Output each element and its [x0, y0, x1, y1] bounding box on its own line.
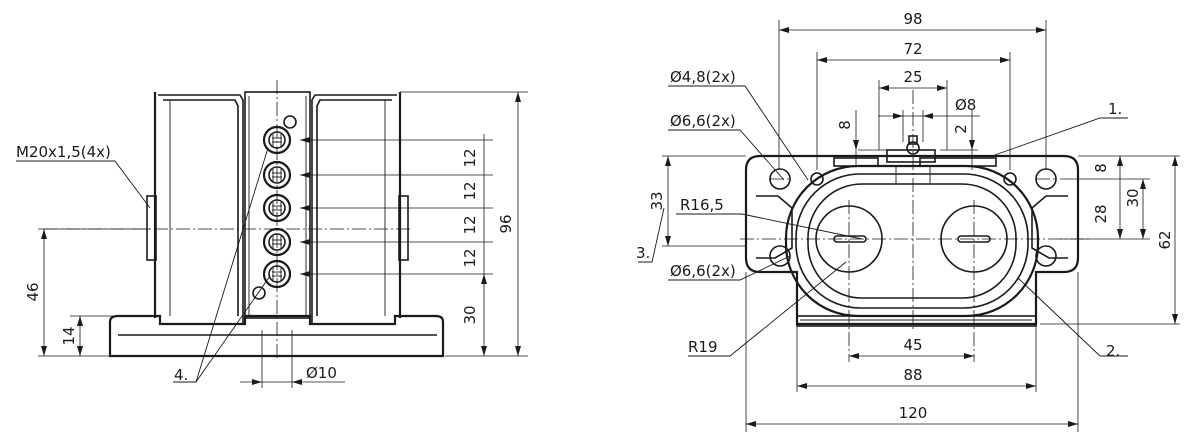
left-view [16, 80, 528, 388]
callout-2-label: 2. [1106, 342, 1120, 360]
dim-2-small: 2 [952, 124, 970, 134]
radius-19-label: R19 [688, 338, 718, 356]
hole-66-top-label: Ø6,6(2x) [670, 112, 736, 130]
dim-96: 96 [497, 214, 515, 233]
right-view [638, 20, 1180, 432]
dim-30-left: 30 [461, 305, 479, 324]
dim-120: 120 [899, 404, 928, 422]
dim-46: 46 [24, 282, 42, 301]
dim-25: 25 [903, 68, 922, 86]
dim-12-d: 12 [461, 248, 479, 267]
dim-62: 62 [1156, 230, 1174, 249]
callout-4-label: 4. [174, 366, 188, 384]
dim-98: 98 [903, 10, 922, 28]
dim-12-a: 12 [461, 148, 479, 167]
dim-72: 72 [903, 40, 922, 58]
dim-diameter-8: Ø8 [955, 96, 976, 114]
hole-48-label: Ø4,8(2x) [670, 68, 736, 86]
dim-14: 14 [60, 326, 78, 345]
dim-30-right: 30 [1124, 188, 1142, 207]
thread-label: M20x1,5(4x) [16, 143, 111, 161]
dim-45: 45 [903, 336, 922, 354]
hole-66-bottom-label: Ø6,6(2x) [670, 262, 736, 280]
callout-1-label: 1. [1108, 100, 1122, 118]
dim-8-small: 8 [836, 120, 854, 130]
dim-28: 28 [1092, 204, 1110, 223]
dim-33: 33 [648, 191, 666, 210]
dim-12-b: 12 [461, 181, 479, 200]
dim-88: 88 [903, 366, 922, 384]
dim-12-c: 12 [461, 215, 479, 234]
diameter-10-label: Ø10 [306, 364, 337, 382]
callout-3-label: 3. [636, 244, 650, 262]
dim-8-right: 8 [1092, 163, 1110, 173]
radius-165-label: R16,5 [680, 196, 724, 214]
